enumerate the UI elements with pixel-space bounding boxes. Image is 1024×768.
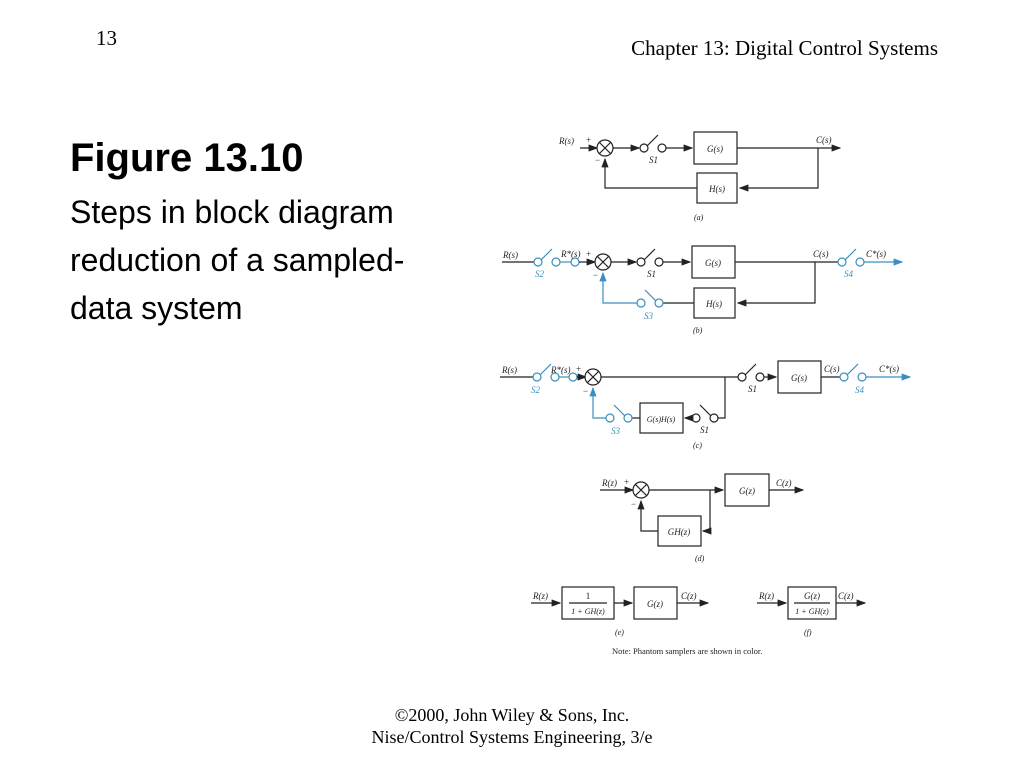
block-b-forward	[691, 245, 736, 279]
page-number: 13	[96, 26, 117, 50]
label-b-s1: S1	[647, 269, 656, 279]
label-a-s1: S1	[649, 155, 658, 165]
label-f-numerator: G(z)	[804, 591, 820, 601]
sign-c-minus: −	[583, 386, 588, 396]
label-c-input: R(s)	[501, 365, 517, 375]
label-c-s3: S3	[611, 426, 621, 436]
label-f-output: C(z)	[838, 591, 854, 601]
label-b-s3: S3	[644, 311, 654, 321]
tag-d: (d)	[695, 554, 705, 563]
tag-f: (f)	[804, 628, 812, 637]
label-b-output: C(s)	[813, 249, 829, 259]
label-e-second: G(z)	[647, 599, 663, 609]
tag-a: (a)	[694, 213, 704, 222]
footer-book: Nise/Control Systems Engineering, 3/e	[371, 727, 653, 747]
label-c-feedback: G(s)H(s)	[647, 415, 676, 424]
block-a-forward	[693, 131, 738, 165]
chapter-header: Chapter 13: Digital Control Systems	[631, 36, 938, 60]
tag-b: (b)	[693, 326, 703, 335]
block-diagram-figure: R(s) + − S1 G(s) H(s) C(s) (a)	[500, 131, 912, 656]
label-f-input: R(z)	[758, 591, 774, 601]
tag-c: (c)	[693, 441, 702, 450]
label-c-forward: G(s)	[791, 373, 807, 383]
sign-d-minus: −	[631, 499, 636, 509]
label-c-s1-bottom: S1	[700, 425, 709, 435]
label-b-forward: G(s)	[705, 258, 721, 268]
block-d-forward	[724, 473, 770, 507]
sign-a-minus: −	[595, 155, 600, 165]
label-d-forward: G(z)	[739, 486, 755, 496]
figure-title: Figure 13.10	[70, 136, 304, 180]
phantom-samplers-b	[533, 248, 904, 308]
label-c-s2: S2	[531, 385, 541, 395]
diagram-a	[580, 131, 842, 204]
footer-copyright: ©2000, John Wiley & Sons, Inc.	[394, 705, 630, 725]
footer: ©2000, John Wiley & Sons, Inc. Nise/Cont…	[0, 704, 1024, 748]
label-e-numerator: 1	[586, 591, 591, 601]
label-b-s2: S2	[535, 269, 545, 279]
sign-b-plus: +	[586, 249, 591, 259]
label-b-sampled-input: R*(s)	[560, 249, 581, 259]
label-b-feedback: H(s)	[705, 299, 722, 309]
label-b-input: R(s)	[502, 250, 518, 260]
label-e-denominator: 1 + GH(z)	[571, 607, 605, 616]
diagram-d	[600, 473, 805, 547]
label-c-sampled-output: C*(s)	[879, 364, 899, 374]
label-d-output: C(z)	[776, 478, 792, 488]
sign-b-minus: −	[593, 270, 598, 280]
diagram-b	[502, 245, 838, 319]
label-a-input: R(s)	[558, 136, 574, 146]
diagram-f	[757, 586, 867, 620]
phantom-sampler-note: Note: Phantom samplers are shown in colo…	[612, 646, 762, 656]
label-e-output: C(z)	[681, 591, 697, 601]
label-a-forward: G(s)	[707, 144, 723, 154]
sign-d-plus: +	[624, 477, 629, 487]
label-c-s1-top: S1	[748, 384, 757, 394]
label-e-input: R(z)	[532, 591, 548, 601]
label-b-sampled-output: C*(s)	[866, 249, 886, 259]
tag-e: (e)	[615, 628, 624, 637]
label-f-denominator: 1 + GH(z)	[795, 607, 829, 616]
sign-c-plus: +	[576, 364, 581, 374]
label-d-feedback: GH(z)	[668, 527, 691, 537]
diagram-e	[531, 586, 710, 620]
phantom-samplers-c	[532, 363, 912, 423]
label-a-feedback: H(s)	[708, 184, 725, 194]
label-c-output: C(s)	[824, 364, 840, 374]
label-b-s4: S4	[844, 269, 854, 279]
label-d-input: R(z)	[601, 478, 617, 488]
block-b-feedback	[693, 287, 736, 319]
label-a-output: C(s)	[816, 135, 832, 145]
label-c-sampled-input: R*(s)	[550, 365, 571, 375]
diagram-c	[500, 360, 840, 434]
figure-caption: Steps in block diagram reduction of a sa…	[70, 194, 405, 326]
sign-a-plus: +	[586, 135, 591, 145]
label-c-s4: S4	[855, 385, 865, 395]
block-e-second	[633, 586, 678, 620]
